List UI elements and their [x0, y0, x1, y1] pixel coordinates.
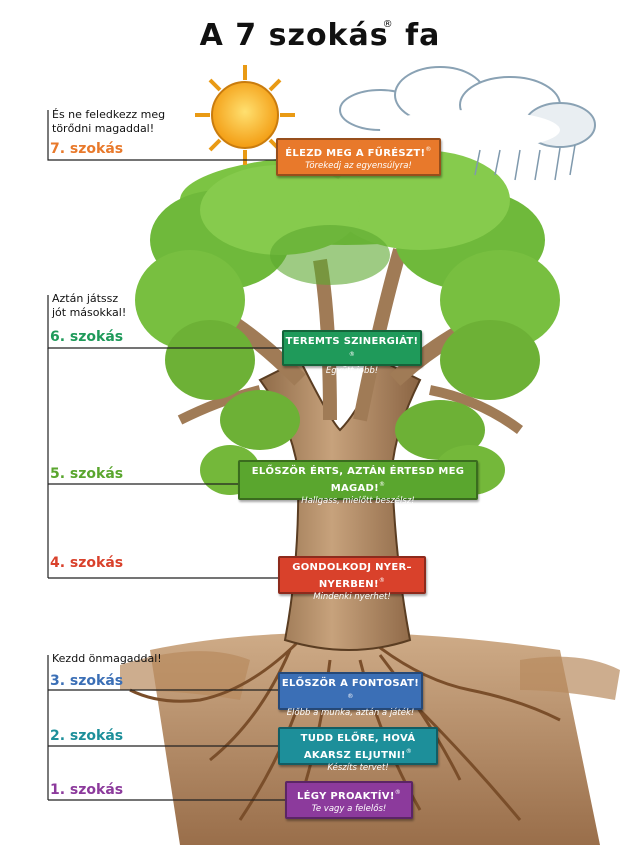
habit-label-2: 2. szokás — [50, 728, 124, 744]
habit-sign-7: ÉLEZD MEG A FŰRÉSZT!® Törekedj az egyens… — [276, 138, 441, 176]
habit-label-1: 1. szokás — [50, 782, 124, 798]
note-start-self: Kezdd önmagaddal! — [52, 652, 162, 665]
note-self-care: És ne feledkezz meg törődni magaddal! — [52, 108, 166, 135]
habit-sign-4: GONDOLKODJ NYER–NYERBEN!® Mindenki nyerh… — [278, 556, 426, 602]
habit-sign-1: LÉGY PROAKTÍV!® Te vagy a felelős! — [285, 781, 413, 819]
canopy — [135, 150, 560, 495]
note-others: Aztán játssz jót másokkal! — [52, 292, 127, 319]
habit-guide-lines — [47, 110, 285, 801]
cloud-icon — [339, 66, 596, 181]
habit-label-7: 7. szokás — [50, 141, 124, 157]
habit-sign-6: TEREMTS SZINERGIÁT!® Együtt jobb! — [282, 330, 422, 376]
sun-icon — [195, 65, 295, 165]
habit-sign-2: TUDD ELŐRE, HOVÁ AKARSZ ELJUTNI!® Készít… — [278, 727, 438, 773]
habit-label-5: 5. szokás — [50, 466, 124, 482]
habit-sign-3: ELŐSZÖR A FONTOSAT!® Előbb a munka, aztá… — [278, 672, 423, 718]
habit-label-4: 4. szokás — [50, 555, 124, 571]
habit-sign-5: ELŐSZÖR ÉRTS, AZTÁN ÉRTESD MEG MAGAD!® H… — [238, 460, 478, 506]
habit-label-3: 3. szokás — [50, 673, 124, 689]
page-title: A 7 szokás® fa — [199, 18, 441, 53]
habit-label-6: 6. szokás — [50, 329, 124, 345]
